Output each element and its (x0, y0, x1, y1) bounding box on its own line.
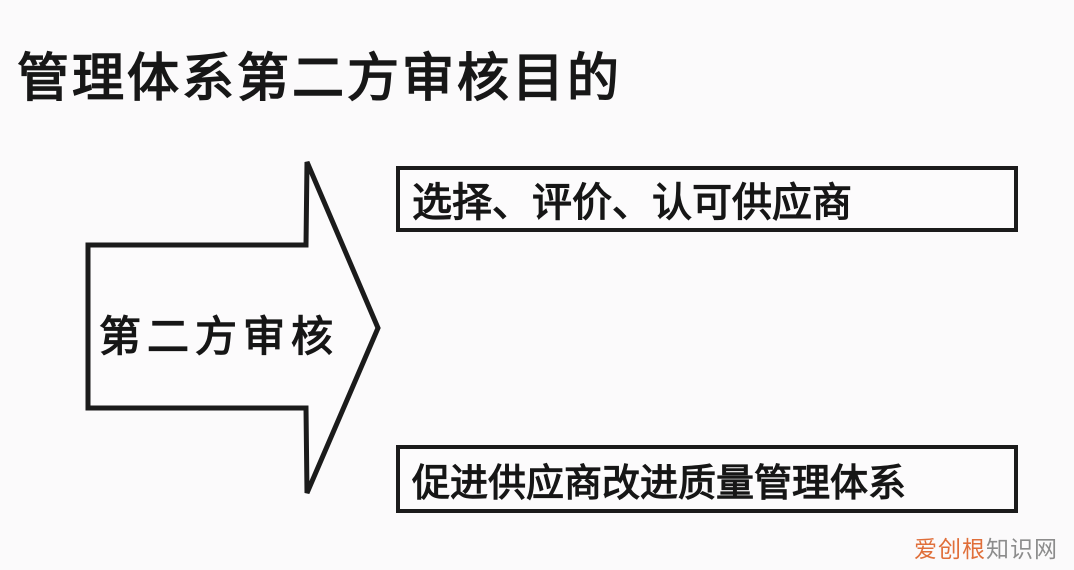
outcome-box-label: 选择、评价、认可供应商 (412, 180, 852, 225)
outcome-box-promote-supplier-qms-improvement: 促进供应商改进质量管理体系 (396, 445, 1018, 513)
watermark-brand: 爱创根 (914, 536, 986, 562)
outcome-box-label: 促进供应商改进质量管理体系 (412, 462, 907, 505)
watermark-suffix: 知识网 (986, 536, 1058, 562)
second-party-audit-arrow (85, 161, 381, 494)
right-block-arrow-shape (85, 161, 381, 494)
page-title: 管理体系第二方审核目的 (17, 51, 623, 108)
outcome-box-select-evaluate-approve-suppliers: 选择、评价、认可供应商 (396, 166, 1018, 232)
watermark: 爱创根知识网 (914, 530, 1058, 564)
arrow-label: 第二方审核 (98, 315, 339, 361)
